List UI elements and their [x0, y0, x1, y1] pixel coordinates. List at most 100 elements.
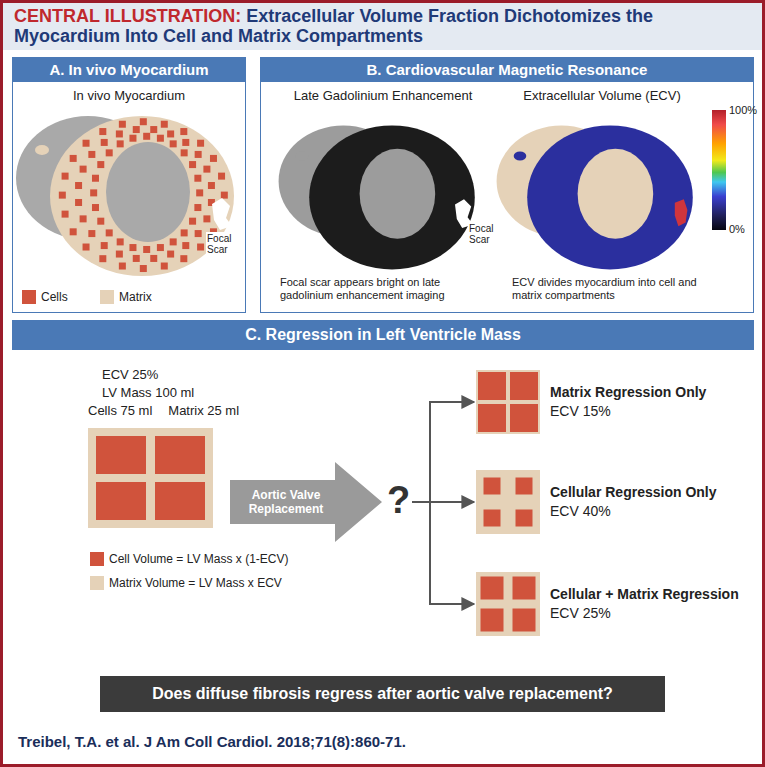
- volume-row: Cells 75 mlMatrix 25 ml: [88, 402, 218, 420]
- cell-square: [150, 255, 157, 262]
- legend-text: Cell Volume = LV Mass x (1-ECV): [109, 552, 289, 566]
- header-text: A. In vivo Myocardium: [43, 61, 214, 78]
- cell-square: [182, 139, 189, 146]
- panel-subtitle: Late Gadolinium Enhancement: [278, 88, 488, 103]
- outcome-title: Cellular + Matrix Regression: [550, 585, 739, 604]
- cell-square: [218, 173, 225, 180]
- myocardium-heart: [16, 116, 234, 276]
- cell-square: [161, 263, 168, 270]
- legend-item: Cell Volume = LV Mass x (1-ECV): [90, 552, 289, 566]
- cell-square: [70, 155, 77, 162]
- legend-swatch: [22, 290, 36, 304]
- scale-min: 0%: [729, 223, 745, 235]
- cell-square: [182, 242, 189, 249]
- branch-arrow: [412, 402, 474, 502]
- ecv-colorbar: [712, 110, 726, 230]
- ecv-heart: [497, 125, 693, 269]
- cell-square: [157, 244, 164, 251]
- outcome-ecv: ECV 15%: [550, 402, 706, 421]
- cell-square: [143, 246, 150, 253]
- panel-note: Focal scar appears bright on late gadoli…: [280, 276, 490, 302]
- cell-square: [143, 133, 150, 140]
- cell-square: [189, 161, 196, 168]
- cell-square: [59, 192, 66, 199]
- cell-square: [194, 175, 201, 182]
- cell-square: [150, 126, 157, 133]
- header-text: B. Cardiovascular Magnetic Resonance: [361, 61, 654, 78]
- tissue-square: [88, 428, 213, 528]
- cell-square: [97, 218, 104, 225]
- outcome-ecv: ECV 40%: [550, 502, 717, 521]
- branch-arrow: [412, 502, 474, 604]
- tissue-square: [476, 370, 540, 434]
- cell-square: [97, 161, 104, 168]
- cell-square: [181, 229, 188, 236]
- panel-header: A. In vivo Myocardium: [12, 57, 246, 82]
- outcome-title: Matrix Regression Only: [550, 383, 706, 402]
- cell-square: [170, 140, 177, 147]
- cell-square: [116, 251, 123, 258]
- cell-square: [83, 140, 90, 147]
- cell-square: [161, 121, 168, 128]
- scar-label: Focal Scar: [206, 232, 242, 256]
- panel-outline: [13, 58, 246, 313]
- header-text: Does diffuse fibrosis regress after aort…: [146, 685, 619, 703]
- cell-square: [99, 255, 106, 262]
- cell-square: [197, 244, 204, 251]
- cell-square: [167, 130, 174, 137]
- legend-swatch: [90, 576, 104, 590]
- cell-square: [106, 149, 113, 156]
- cell-square: [92, 204, 99, 211]
- outcome-text: Cellular + Matrix RegressionECV 25%: [550, 585, 739, 623]
- panel-header: B. Cardiovascular Magnetic Resonance: [260, 57, 754, 82]
- cell-square: [62, 173, 69, 180]
- volume-value: Matrix 25 ml: [168, 402, 239, 420]
- cell-square: [99, 128, 106, 135]
- cell-square: [140, 265, 147, 272]
- legend-item: Cells: [22, 290, 68, 304]
- scale-max: 100%: [729, 104, 757, 116]
- legend-item: Matrix: [100, 290, 152, 304]
- baseline-tissue: ECV 25%LV Mass 100 mlCells 75 mlMatrix 2…: [88, 366, 218, 528]
- outcome-box: Cellular + Matrix RegressionECV 25%: [476, 572, 739, 636]
- legend-swatch: [100, 290, 114, 304]
- cell-square: [75, 199, 82, 206]
- cell-square: [210, 155, 217, 162]
- cell-square: [116, 130, 123, 137]
- outcome-title: Cellular Regression Only: [550, 483, 717, 502]
- outcome-text: Matrix Regression OnlyECV 15%: [550, 383, 706, 421]
- cell-square: [101, 139, 108, 146]
- cell-square: [180, 128, 187, 135]
- outcome-box: Matrix Regression OnlyECV 15%: [476, 370, 706, 434]
- panel-header: C. Regression in Left Ventricle Mass: [12, 320, 754, 350]
- cell-square: [181, 149, 188, 156]
- panel-note: ECV divides myocardium into cell and mat…: [512, 276, 712, 302]
- cell-square: [140, 118, 147, 125]
- title-block: CENTRAL ILLUSTRATION:Extracellular Volum…: [14, 6, 751, 46]
- cell-square: [129, 244, 136, 251]
- cell-square: [195, 151, 202, 158]
- cell-square: [194, 204, 201, 211]
- tissue-square: [476, 470, 540, 534]
- title-band: [3, 3, 762, 50]
- lge-heart: [279, 125, 475, 269]
- cell-square: [157, 135, 164, 142]
- cell-square: [196, 189, 203, 196]
- cell-square: [75, 182, 82, 189]
- panel-outline: [261, 58, 754, 313]
- cell-square: [80, 166, 87, 173]
- legend-item: Matrix Volume = LV Mass x ECV: [90, 576, 282, 590]
- title-tag: CENTRAL ILLUSTRATION:: [14, 6, 241, 26]
- legend-text: Matrix: [119, 290, 152, 304]
- volume-value: Cells 75 ml: [88, 402, 152, 420]
- cell-square: [197, 140, 204, 147]
- mass-value: LV Mass 100 ml: [88, 384, 218, 402]
- legend-text: Matrix Volume = LV Mass x ECV: [109, 576, 282, 590]
- cell-square: [203, 215, 210, 222]
- legend-swatch: [90, 552, 104, 566]
- outcome-ecv: ECV 25%: [550, 604, 739, 623]
- question-mark: ?: [387, 478, 410, 522]
- cell-square: [208, 182, 215, 189]
